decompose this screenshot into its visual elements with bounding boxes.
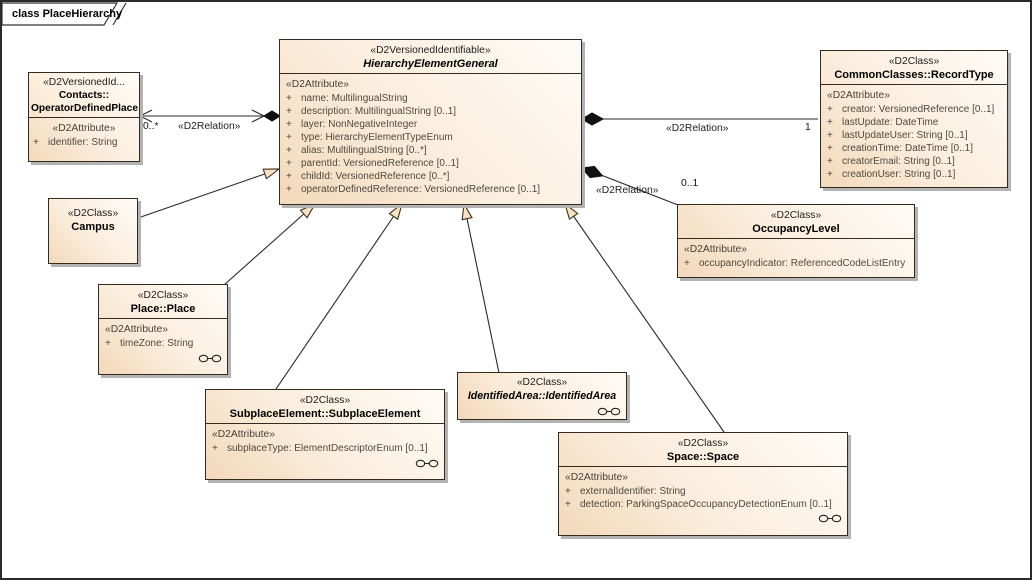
attribute-stereotype-label: «D2Attribute» [684,244,747,255]
class-name: Place::Place [130,303,196,315]
class-header: «D2Class» CommonClasses::RecordType [821,51,1007,84]
class-identified-area[interactable]: «D2Class» IdentifiedArea::IdentifiedArea [457,372,627,420]
attribute-row: +subplaceType: ElementDescriptorEnum [0.… [212,443,428,454]
attribute-row: +creatorEmail: String [0..1] [827,156,955,167]
relation-stereotype-label: «D2Relation» [178,121,241,132]
class-hierarchy-element-general[interactable]: «D2VersionedIdentifiable» HierarchyEleme… [279,39,582,205]
class-subplace-element[interactable]: «D2Class» SubplaceElement::SubplaceEleme… [205,389,445,480]
attribute-row: +description: MultilingualString [0..1] [286,106,457,117]
class-header: «D2Class» Place::Place [99,285,227,318]
class-name: OccupancyLevel [752,223,840,235]
attributes-compartment: «D2Attribute» +occupancyIndicator: Refer… [678,238,914,272]
attributes-compartment: «D2Attribute» +subplaceType: ElementDesc… [206,423,444,471]
attribute-row: +parentId: VersionedReference [0..1] [286,158,459,169]
relation-stereotype-label: «D2Relation» [666,123,729,134]
class-place[interactable]: «D2Class» Place::Place «D2Attribute» +ti… [98,284,228,375]
class-header: «D2Class» OccupancyLevel [678,205,914,238]
generalization-place[interactable] [223,202,317,286]
attribute-row: +name: MultilingualString [286,93,408,104]
composite-link-icon [597,407,621,416]
composite-link-icon [818,514,842,523]
class-header: «D2VersionedId... Contacts:: OperatorDef… [29,73,139,117]
class-header: «D2VersionedIdentifiable» HierarchyEleme… [280,40,581,73]
stereotype-label: «D2Class» [299,395,351,406]
attribute-row: +timeZone: String [105,338,194,349]
stereotype-label: «D2Class» [677,438,729,449]
attribute-row: +alias: MultilingualString [0..*] [286,145,427,156]
multiplicity-label: 0..* [143,121,159,132]
class-name: Campus [71,221,115,233]
attribute-stereotype-label: «D2Attribute» [565,472,628,483]
stereotype-label: «D2Class» [770,210,822,221]
attributes-compartment: «D2Attribute» +creator: VersionedReferen… [821,84,1007,183]
attribute-row: +childId: VersionedReference [0..*] [286,171,450,182]
class-header: «D2Class» Space::Space [559,433,847,466]
multiplicity-label: 1 [805,122,811,133]
generalization-campus[interactable] [137,168,281,219]
generalization-subplaceelement[interactable] [275,202,403,390]
class-namespace: Contacts:: [58,90,110,101]
composite-link-icon [198,354,222,363]
stereotype-label: «D2Class» [137,290,189,301]
attribute-stereotype-label: «D2Attribute» [212,429,275,440]
stereotype-label: «D2Class» [67,208,119,219]
attribute-row: +type: HierarchyElementTypeEnum [286,132,453,143]
composition-occupancylevel[interactable] [580,165,679,206]
attribute-row: +externalIdentifier: String [565,486,686,497]
attributes-compartment: «D2Attribute» +externalIdentifier: Strin… [559,466,847,526]
diagram-frame-title: class PlaceHierarchy [12,8,123,20]
class-occupancy-level[interactable]: «D2Class» OccupancyLevel «D2Attribute» +… [677,204,915,278]
class-name: SubplaceElement::SubplaceElement [229,408,421,420]
generalization-space[interactable] [564,202,725,433]
attribute-row: +creationUser: String [0..1] [827,169,956,180]
attribute-row: +operatorDefinedReference: VersionedRefe… [286,184,541,195]
class-header: «D2Class» SubplaceElement::SubplaceEleme… [206,390,444,423]
stereotype-label: «D2Class» [888,56,940,67]
stereotype-label: «D2VersionedIdentifiable» [370,45,491,56]
attribute-row: +lastUpdate: DateTime [827,117,939,128]
class-operator-defined-place[interactable]: «D2VersionedId... Contacts:: OperatorDef… [28,72,140,162]
attribute-stereotype-label: «D2Attribute» [286,79,349,90]
class-header: «D2Class» Campus [49,199,137,236]
class-name: CommonClasses::RecordType [834,69,994,81]
generalization-identifiedarea[interactable] [461,202,500,374]
attributes-compartment: «D2Attribute» +name: MultilingualString … [280,73,581,198]
attributes-compartment: «D2Attribute» +identifier: String [29,117,139,151]
composite-link-icon [415,459,439,468]
class-name: Space::Space [666,451,740,463]
class-name: IdentifiedArea::IdentifiedArea [467,390,617,402]
stereotype-label: «D2Class» [516,377,568,388]
frame-heading-tab [2,2,127,26]
attribute-stereotype-label: «D2Attribute» [105,324,168,335]
attribute-row: +detection: ParkingSpaceOccupancyDetecti… [565,499,832,510]
multiplicity-label: 0..1 [681,178,699,189]
class-header: «D2Class» IdentifiedArea::IdentifiedArea [458,373,626,405]
attributes-compartment: «D2Attribute» +timeZone: String [99,318,227,366]
class-record-type[interactable]: «D2Class» CommonClasses::RecordType «D2A… [820,50,1008,188]
attribute-stereotype-label: «D2Attribute» [827,90,890,101]
class-space[interactable]: «D2Class» Space::Space «D2Attribute» +ex… [558,432,848,536]
relation-stereotype-label: «D2Relation» [596,185,659,196]
class-campus[interactable]: «D2Class» Campus [48,198,138,264]
composition-recordtype[interactable] [580,112,818,126]
attribute-row: +occupancyIndicator: ReferencedCodeListE… [684,258,906,269]
class-name: HierarchyElementGeneral [363,58,498,70]
stereotype-label: «D2VersionedId... [43,77,125,88]
attribute-row: +layer: NonNegativeInteger [286,119,418,130]
attribute-row: +creator: VersionedReference [0..1] [827,104,995,115]
attribute-stereotype-label: «D2Attribute» [52,123,116,134]
class-name: OperatorDefinedPlace [31,103,139,114]
attribute-row: +lastUpdateUser: String [0..1] [827,130,968,141]
attribute-row: +creationTime: DateTime [0..1] [827,143,973,154]
attribute-row: +identifier: String [33,137,118,148]
